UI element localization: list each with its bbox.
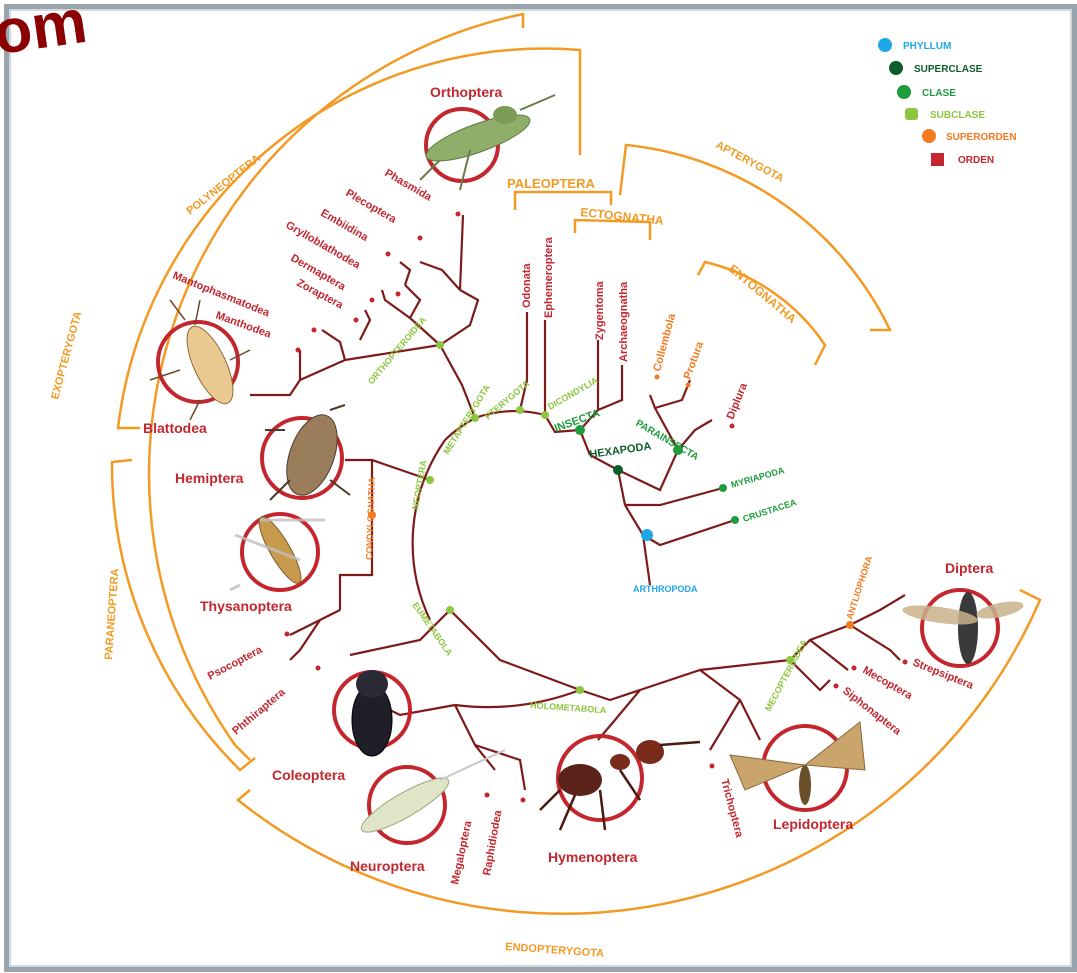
legend-swatch-clase xyxy=(897,85,911,99)
order-label-raphidiodea: Raphidiodea xyxy=(481,809,504,877)
order-label-thysanoptera: Thysanoptera xyxy=(200,598,292,614)
bracket-paraneoptera xyxy=(112,460,255,770)
node-label-dicondylia: DICONDYLIA xyxy=(546,375,600,412)
node-label-myriapoda: MYRIAPODA xyxy=(730,465,786,490)
group-label-polyneoptera: POLYNEOPTERA xyxy=(184,152,262,217)
bracket-apterygota xyxy=(620,145,890,330)
legend-swatch-superorden xyxy=(922,129,936,143)
coleoptera-illustration xyxy=(334,670,410,756)
order-label-trichoptera: Trichoptera xyxy=(718,778,745,840)
legend-swatch-subclase xyxy=(905,108,918,120)
order-label-psocoptera: Psocoptera xyxy=(206,644,265,683)
order-label-collembola: Collembola xyxy=(651,312,678,373)
diptera-illustration xyxy=(901,590,1025,666)
group-label-ectognatha: ECTOGNATHA xyxy=(580,205,665,228)
legend-label-clase: CLASE xyxy=(922,88,956,99)
group-label-apterygota: APTERYGOTA xyxy=(714,139,786,185)
order-label-archaeognatha: Archaeognatha xyxy=(618,281,630,362)
node-label-holometabola: HOLOMETABOLA xyxy=(530,700,607,715)
node-labels: ARTHROPODA CRUSTACEA MYRIAPODA HEXAPODA … xyxy=(364,314,874,715)
order-label-ephemeroptera: Ephemeroptera xyxy=(543,236,555,318)
legend-swatch-phyllum xyxy=(878,38,892,52)
node-label-orthopteroidea: ORTHOPTEROIDEA xyxy=(366,314,429,386)
node-label-antliophora: ANTLIOPHORA xyxy=(844,554,874,620)
watermark-text: om xyxy=(0,0,91,68)
order-label-plecoptera: Plecoptera xyxy=(344,187,399,226)
hymenoptera-illustration xyxy=(540,736,700,830)
node-label-arthropoda: ARTHROPODA xyxy=(633,584,698,594)
node-label-neoptera: NEOPTERA xyxy=(410,459,429,510)
order-label-zygentoma: Zygentoma xyxy=(594,280,606,340)
legend-label-superorden: SUPERORDEN xyxy=(946,132,1017,143)
legend-swatch-superclase xyxy=(889,61,903,75)
node-label-crustacea: CRUSTACEA xyxy=(742,497,799,524)
major-order-labels: Orthoptera Blattodea Hemiptera Thysanopt… xyxy=(143,84,993,874)
order-label-mecoptera: Mecoptera xyxy=(861,664,915,702)
order-label-embiidina: Embiidina xyxy=(319,207,371,244)
node-label-metapterygota: METAPTERYGOTA xyxy=(441,383,492,456)
neuroptera-illustration xyxy=(356,750,505,843)
legend-label-phyllum: PHYLLUM xyxy=(903,41,951,52)
bracket-entognatha xyxy=(698,262,825,365)
order-label-neuroptera: Neuroptera xyxy=(350,858,425,874)
legend-label-orden: ORDEN xyxy=(958,155,994,166)
order-label-coleoptera: Coleoptera xyxy=(272,767,345,783)
order-label-protura: Protura xyxy=(682,339,707,381)
order-label-megaloptera: Megaloptera xyxy=(449,819,474,886)
node-label-hexapoda: HEXAPODA xyxy=(589,440,652,461)
group-label-exopterygota: EXOPTERYGOTA xyxy=(49,310,84,401)
order-label-odonata: Odonata xyxy=(521,263,533,308)
node-label-pterygota: PTERYGOTA xyxy=(483,378,532,421)
node-dot-eumetabola xyxy=(446,606,454,614)
node-dot-crustacea xyxy=(731,516,739,524)
order-label-phthiraptera: Phthiraptera xyxy=(230,686,288,737)
order-label-hymenoptera: Hymenoptera xyxy=(548,849,638,865)
legend-label-superclase: SUPERCLASE xyxy=(914,64,983,75)
group-label-paleoptera: PALEOPTERA xyxy=(507,176,595,191)
node-label-condylognatha: CONDYLOGNATHA xyxy=(364,476,377,560)
order-label-lepidoptera: Lepidoptera xyxy=(773,816,853,832)
legend-label-subclase: SUBCLASE xyxy=(930,110,985,121)
node-dot-dicondylia xyxy=(541,411,549,419)
order-label-diptera: Diptera xyxy=(945,560,993,576)
node-dot-myriapoda xyxy=(719,484,727,492)
node-dot-pterygota xyxy=(516,406,524,414)
order-label-orthoptera: Orthoptera xyxy=(430,84,503,100)
node-dot-holometabola xyxy=(576,686,584,694)
group-label-paraneoptera: PARANEOPTERA xyxy=(103,568,121,660)
group-label-endopterygota: ENDOPTERYGOTA xyxy=(505,941,605,960)
node-dot-orthopteroidea xyxy=(436,341,444,349)
group-label-entognatha: ENTOGNATHA xyxy=(726,262,799,327)
order-label-diplura: Diplura xyxy=(725,381,751,421)
node-dot-antliophora xyxy=(846,621,854,629)
legend: PHYLLUM SUPERCLASE CLASE SUBCLASE SUPERO… xyxy=(878,38,1017,166)
bracket-polyneoptera xyxy=(118,49,580,428)
node-label-mecopteroidea: MECOPTEROIDEA xyxy=(763,638,809,713)
order-label-hemiptera: Hemiptera xyxy=(175,470,244,486)
thysanoptera-illustration xyxy=(230,512,325,590)
order-label-blattodea: Blattodea xyxy=(143,420,207,436)
node-dot-hexapoda xyxy=(613,465,623,475)
lepidoptera-illustration xyxy=(730,722,865,810)
hemiptera-illustration xyxy=(262,405,350,502)
node-dot-neoptera xyxy=(426,476,434,484)
legend-swatch-orden xyxy=(931,153,944,166)
node-dot-arthropoda xyxy=(641,529,653,541)
